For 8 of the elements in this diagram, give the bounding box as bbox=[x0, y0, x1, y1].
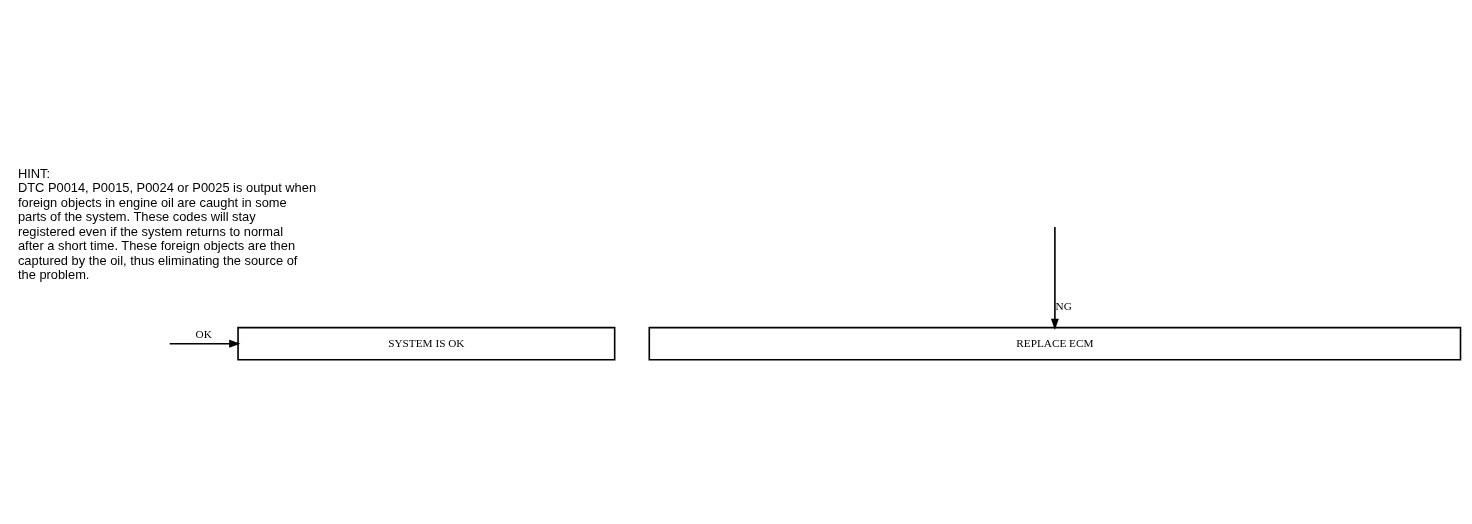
arrow bbox=[168, 339, 241, 348]
arrow bbox=[1050, 226, 1059, 330]
label: DTC P0014, P0015, P0024 or P0025 is output when foreign objects in engine oil are caught in some parts of the system. These codes will stay registered even if the system returns to normal after a short time. These foreign objects are then captured by the oil, thus eliminating the source of the problem. bbox=[17, 180, 317, 283]
node-box: REPLACE ECM bbox=[648, 326, 1462, 361]
label: HINT: bbox=[17, 165, 51, 181]
node-box: SYSTEM IS OK bbox=[237, 326, 616, 361]
edge-label: OK bbox=[195, 328, 212, 341]
edge-label: NG bbox=[1055, 300, 1072, 313]
